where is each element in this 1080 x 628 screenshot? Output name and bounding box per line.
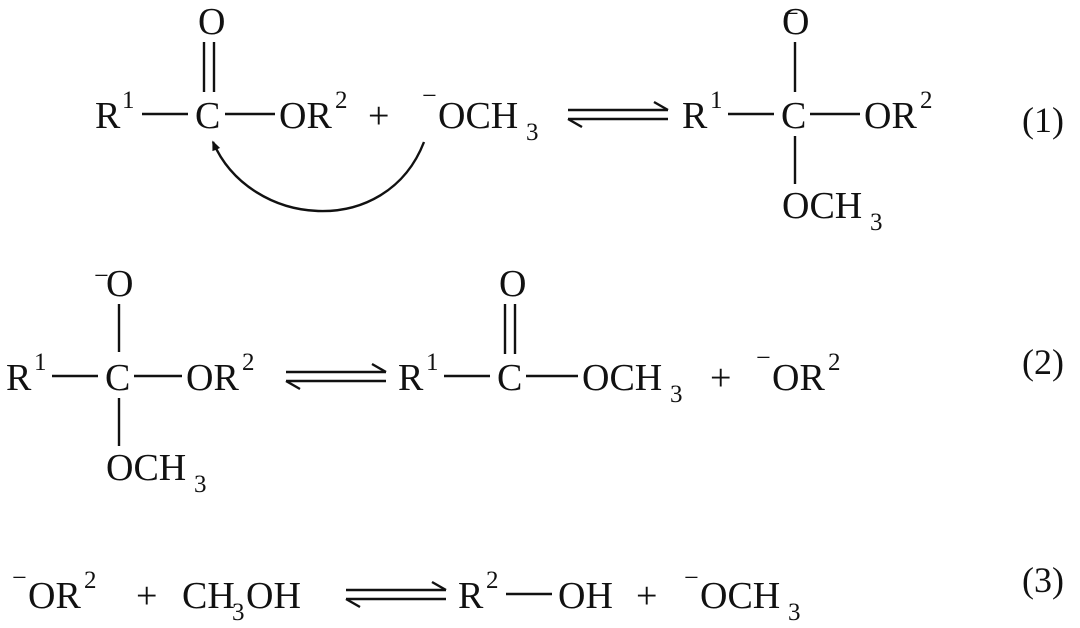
- group-or: OR: [28, 575, 81, 617]
- label-r2-superscript: 2: [828, 349, 841, 376]
- label-r1-superscript: 1: [34, 349, 47, 376]
- methyl-ester-product: O R 1 C OCH 3: [398, 263, 683, 408]
- atom-r1: R: [95, 95, 121, 137]
- methoxide: − OCH 3: [422, 81, 539, 146]
- alkoxide-reactant: − OR 2: [12, 563, 97, 617]
- group-or: OR: [279, 95, 332, 137]
- group-oh: OH: [558, 575, 613, 617]
- label-h3-subscript: 3: [870, 209, 883, 236]
- reaction-3: − OR 2 + CH 3 OH R 2 OH + − OCH 3 (3): [12, 560, 1064, 626]
- atom-r1: R: [682, 95, 708, 137]
- group-or: OR: [772, 357, 825, 399]
- methanol: CH 3 OH: [182, 575, 301, 626]
- atom-oxide-oxygen: O: [106, 263, 133, 305]
- plus-sign: +: [136, 575, 157, 617]
- atom-central-carbon: C: [105, 357, 130, 399]
- group-oh: OH: [246, 575, 301, 617]
- label-h3-subscript: 3: [788, 599, 801, 626]
- group-or: OR: [864, 95, 917, 137]
- group-och: OCH: [700, 575, 780, 617]
- alkoxide-product: − OR 2: [756, 343, 841, 399]
- equation-number-3: (3): [1022, 560, 1064, 600]
- negative-charge: −: [784, 0, 799, 28]
- label-r1-superscript: 1: [122, 87, 135, 114]
- atom-carbonyl-oxygen: O: [499, 263, 526, 305]
- reaction-1: O R 1 C OR 2 + − OCH 3 − O: [95, 0, 1064, 236]
- tetrahedral-intermediate-product: − O R 1 C OR 2 OCH 3: [682, 0, 933, 236]
- label-r1-superscript: 1: [710, 87, 723, 114]
- label-h3-subscript: 3: [232, 599, 245, 626]
- atom-carbonyl-oxygen: O: [198, 1, 225, 43]
- label-r2-superscript: 2: [486, 567, 499, 594]
- label-r2-superscript: 2: [242, 349, 255, 376]
- group-och: OCH: [782, 185, 862, 227]
- curved-arrow-nucleophilic-attack: [211, 140, 426, 213]
- equilibrium-arrow-2: [285, 362, 387, 391]
- ester-reactant: O R 1 C OR 2: [95, 1, 348, 137]
- negative-charge: −: [684, 563, 699, 592]
- negative-charge: −: [756, 343, 771, 372]
- plus-sign: +: [368, 95, 389, 137]
- atom-r1: R: [6, 357, 32, 399]
- label-r1-superscript: 1: [426, 349, 439, 376]
- reaction-2: − O R 1 C OR 2 OCH 3 O R 1 C: [6, 261, 1064, 498]
- group-och: OCH: [106, 447, 186, 489]
- atom-carbonyl-carbon: C: [195, 95, 220, 137]
- atom-r2: R: [458, 575, 484, 617]
- group-och: OCH: [582, 357, 662, 399]
- label-h3-subscript: 3: [526, 119, 539, 146]
- group-och: OCH: [438, 95, 518, 137]
- negative-charge: −: [422, 81, 437, 110]
- atom-r1: R: [398, 357, 424, 399]
- atom-oxide-oxygen: O: [782, 1, 809, 43]
- label-r2-superscript: 2: [920, 87, 933, 114]
- group-or: OR: [186, 357, 239, 399]
- atom-carbonyl-carbon: C: [497, 357, 522, 399]
- tetrahedral-intermediate-reactant: − O R 1 C OR 2 OCH 3: [6, 261, 255, 498]
- equation-number-1: (1): [1022, 100, 1064, 140]
- equilibrium-arrow-3: [345, 580, 447, 609]
- negative-charge: −: [12, 563, 27, 592]
- equilibrium-arrow-1: [567, 100, 669, 129]
- label-r2-superscript: 2: [335, 87, 348, 114]
- equation-number-2: (2): [1022, 342, 1064, 382]
- group-ch: CH: [182, 575, 235, 617]
- plus-sign: +: [636, 575, 657, 617]
- negative-charge: −: [94, 261, 109, 290]
- label-h3-subscript: 3: [194, 471, 207, 498]
- label-r2-superscript: 2: [84, 567, 97, 594]
- alcohol-product: R 2 OH: [458, 567, 613, 617]
- label-h3-subscript: 3: [670, 381, 683, 408]
- plus-sign: +: [710, 357, 731, 399]
- atom-central-carbon: C: [781, 95, 806, 137]
- methoxide-product: − OCH 3: [684, 563, 801, 626]
